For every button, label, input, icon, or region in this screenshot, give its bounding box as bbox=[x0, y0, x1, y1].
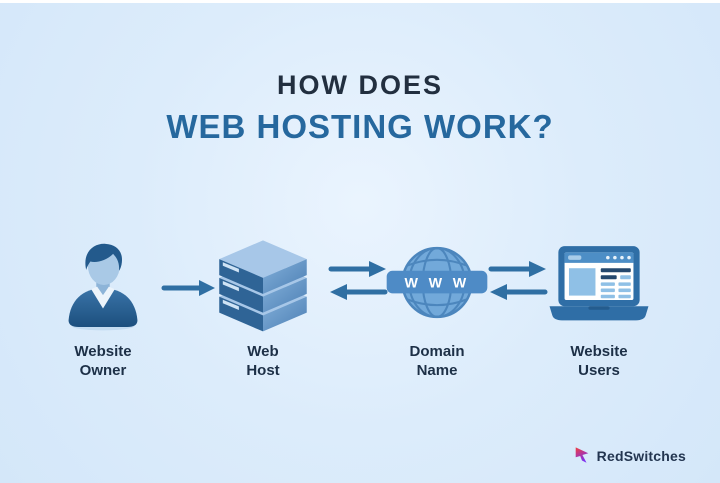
person-icon bbox=[61, 235, 145, 335]
node-label-line1: Website bbox=[74, 343, 132, 360]
brand-name: RedSwitches bbox=[596, 447, 686, 464]
arrow-right-icon bbox=[161, 277, 217, 304]
node-label-line1: Web bbox=[247, 343, 279, 360]
node-label-line2: Users bbox=[578, 362, 620, 380]
title-block: HOW DOES WEB HOSTING WORK? bbox=[0, 70, 720, 146]
node-label: Website Users bbox=[570, 342, 627, 380]
www-banner-text: W W W bbox=[404, 276, 469, 292]
title-line-1: HOW DOES bbox=[276, 70, 443, 100]
node-label-line2: Host bbox=[246, 362, 280, 380]
node-website-owner: Website Owner bbox=[48, 235, 158, 380]
top-border bbox=[0, 0, 720, 3]
title-line-2: WEB HOSTING WORK? bbox=[166, 108, 554, 145]
arrows-bidirectional-icon bbox=[327, 259, 389, 310]
brand-logo: RedSwitches bbox=[573, 446, 686, 465]
browser-icon bbox=[546, 235, 652, 335]
node-label-line1: Domain bbox=[409, 343, 465, 360]
redswitches-logo-icon bbox=[573, 446, 591, 465]
node-label: Web Host bbox=[246, 342, 279, 380]
node-domain-name: W W W Domain Name bbox=[377, 235, 497, 380]
node-label: Website Owner bbox=[74, 342, 131, 380]
node-label-line1: Website bbox=[570, 343, 628, 360]
node-label-line2: Owner bbox=[79, 362, 127, 380]
node-label: Domain Name bbox=[409, 342, 464, 380]
server-icon bbox=[213, 235, 313, 335]
node-label-line2: Name bbox=[416, 362, 458, 380]
node-web-host: Web Host bbox=[203, 235, 323, 380]
globe-www-icon: W W W bbox=[385, 235, 489, 335]
node-website-users: Website Users bbox=[539, 235, 659, 380]
arrows-bidirectional-icon bbox=[487, 259, 549, 310]
